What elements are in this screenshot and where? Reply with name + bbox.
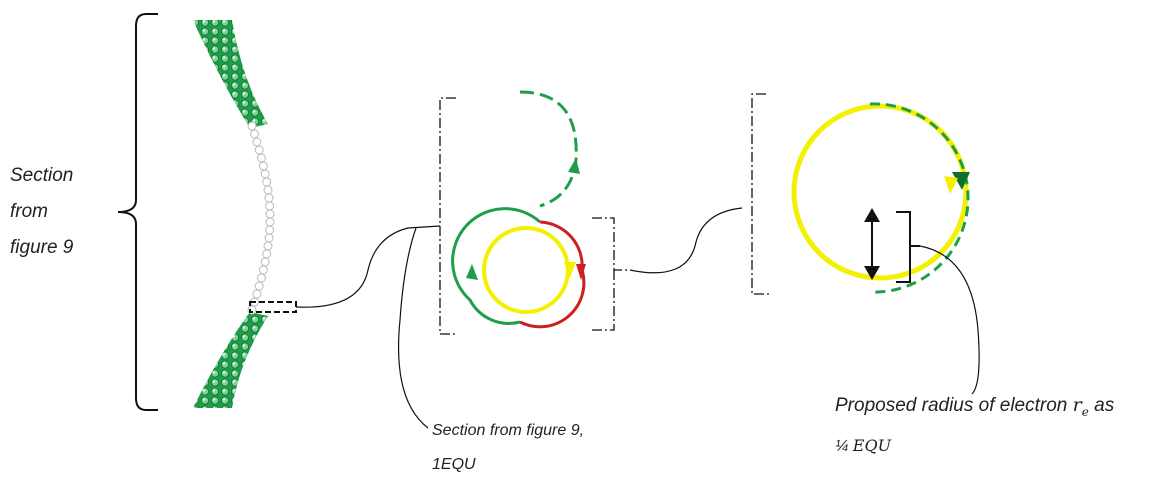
grey-bead	[256, 273, 266, 283]
radius-arrowhead-down	[864, 266, 880, 280]
section-label-line-1: Section	[10, 165, 74, 186]
grey-bead	[258, 161, 268, 171]
large-yellow-circle	[791, 103, 969, 281]
grey-bead	[254, 281, 264, 291]
section-label-line-2: from	[10, 201, 48, 222]
right-bracket	[751, 93, 770, 295]
connector-2	[397, 227, 429, 429]
grey-bead	[264, 193, 274, 203]
left-brace	[117, 13, 158, 411]
grey-bead	[254, 145, 264, 155]
red-arrowhead-right	[576, 264, 586, 280]
radius-label-suffix: as	[1094, 395, 1115, 416]
middle-label: Section from figure 9, 1EQU	[432, 414, 584, 482]
green-dashed-arc	[519, 90, 578, 208]
radius-bracket	[896, 211, 920, 283]
grey-bead	[265, 217, 275, 227]
grey-bead	[260, 169, 270, 179]
yellow-arrowhead-circle	[944, 176, 958, 194]
green-arc-bottom	[193, 312, 268, 408]
radius-label-line-1: Proposed radius of electron re as	[835, 388, 1114, 429]
section-label: Section from figure 9	[10, 158, 73, 266]
grey-bead	[256, 153, 266, 163]
grey-bead	[265, 201, 275, 211]
grey-bead	[264, 233, 274, 243]
grey-bead	[263, 241, 273, 251]
radius-label-line-2: ¼ EQU	[835, 435, 892, 455]
green-dashed-outer-arc	[869, 102, 970, 294]
middle-label-line-2: 1EQU	[432, 456, 476, 473]
connector-3	[629, 207, 743, 274]
grey-bead	[263, 185, 273, 195]
green-arrowhead-left	[466, 264, 478, 280]
grey-bead-chain	[247, 121, 275, 315]
green-arrowhead-top	[568, 158, 580, 174]
grey-bead	[262, 177, 272, 187]
radius-arrowhead-up	[864, 208, 880, 222]
connector-1	[295, 225, 441, 308]
yellow-inner-circle	[482, 226, 570, 314]
grey-bead	[265, 225, 275, 235]
green-outer-arc	[451, 207, 542, 325]
grey-bead	[258, 265, 268, 275]
grey-bead	[260, 257, 270, 267]
connector-4	[919, 245, 980, 395]
radius-symbol: re	[1072, 394, 1089, 419]
grey-bead	[252, 137, 262, 147]
grey-bead	[265, 209, 275, 219]
middle-label-line-1: Section from figure 9,	[432, 422, 585, 439]
grey-bead	[250, 129, 259, 139]
green-arc-top	[193, 20, 268, 128]
radius-label: Proposed radius of electron re as ¼ EQU	[835, 388, 1114, 464]
red-outer-arc	[519, 220, 586, 329]
radius-label-prefix: Proposed radius of electron	[835, 395, 1068, 416]
grey-bead	[262, 249, 272, 259]
grey-bead	[247, 121, 257, 131]
yellow-arrowhead-right	[564, 262, 576, 278]
green-arrowhead-right	[952, 172, 970, 190]
middle-bracket	[439, 97, 630, 335]
grey-bead	[252, 289, 262, 299]
section-label-line-3: figure 9	[10, 237, 74, 258]
